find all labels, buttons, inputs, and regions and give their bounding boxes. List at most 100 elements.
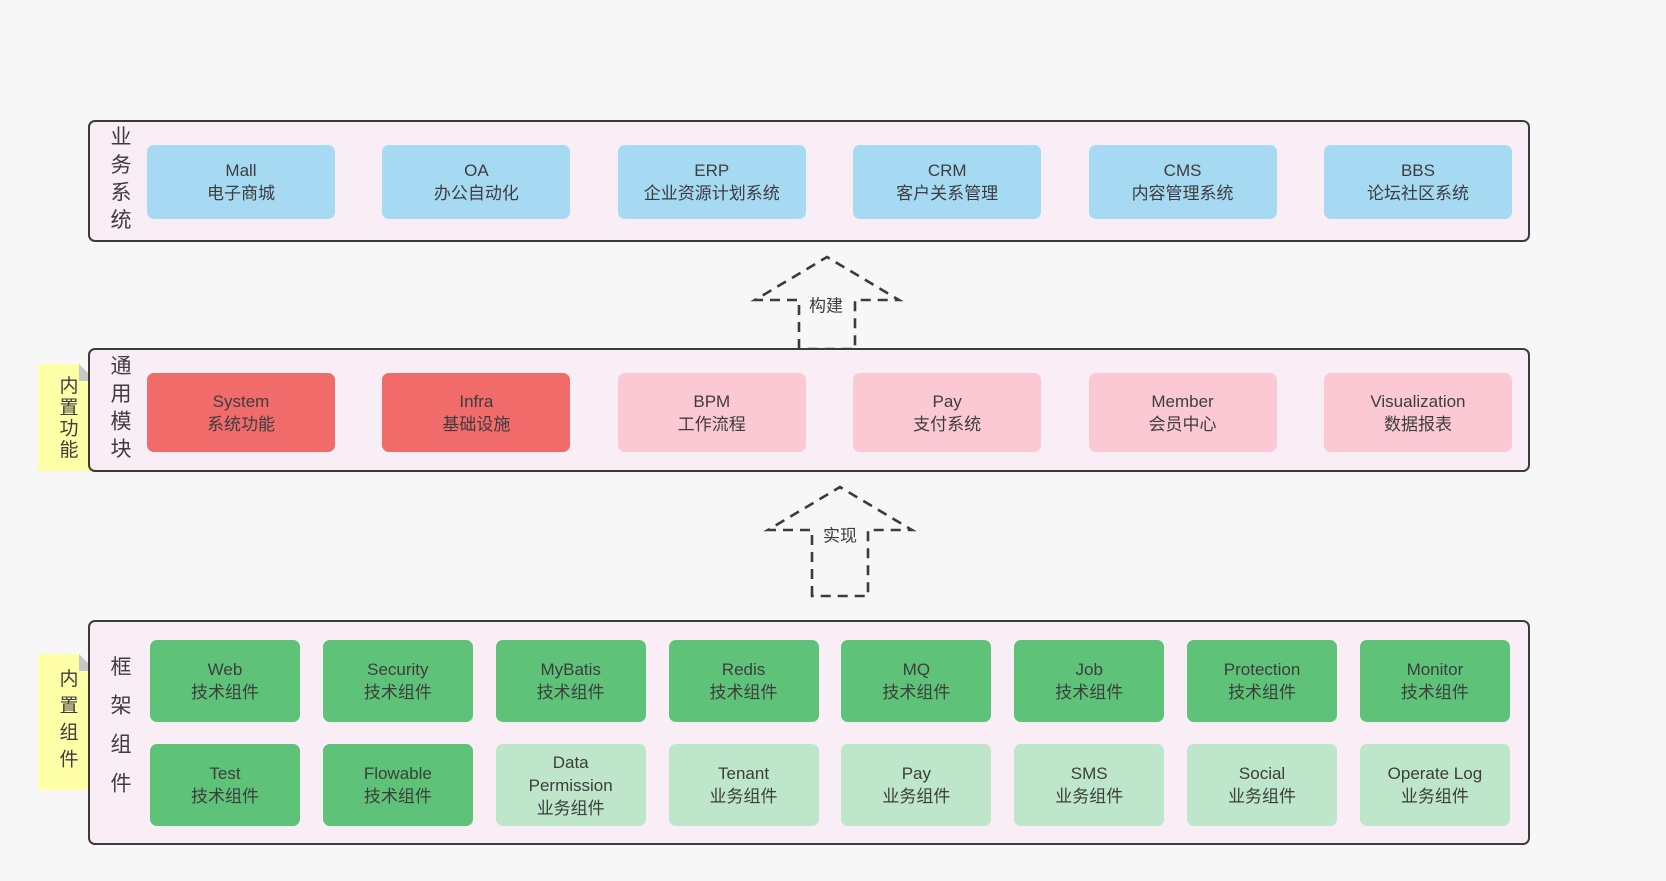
layer-business-systems: 业务系统 Mall 电子商城 OA 办公自动化 ERP 企业资源计划系统 CRM… [88,120,1530,242]
box-title: Security [367,660,429,679]
box-monitor: Monitor 技术组件 [1359,640,1510,722]
box-subtitle: 业务组件 [1400,787,1469,806]
box-sms: SMS 业务组件 [1014,744,1165,826]
box-title: Redis [721,660,766,679]
box-tenant: Tenant 业务组件 [668,744,819,826]
box-cms: CMS 内容管理系统 [1088,145,1277,219]
box-visualization: Visualization 数据报表 [1323,373,1512,452]
box-member: Member 会员中心 [1088,373,1277,452]
box-test: Test 技术组件 [150,744,300,826]
box-subtitle: 支付系统 [913,414,982,434]
box-subtitle: 业务组件 [882,787,951,806]
sticky-note-label: 内置组件 [56,668,78,776]
box-security: Security 技术组件 [322,640,473,722]
box-subtitle: 技术组件 [1055,683,1124,702]
box-title: BBS [1400,161,1435,180]
box-erp: ERP 企业资源计划系统 [617,145,806,219]
box-title: BPM [693,391,731,411]
box-subtitle: 论坛社区系统 [1366,184,1469,203]
box-data-permission: Data Permission 业务组件 [495,744,646,826]
sticky-note-built-in-components: 内置组件 [38,654,96,790]
box-bpm: BPM 工作流程 [617,373,806,452]
box-protection: Protection 技术组件 [1187,640,1338,722]
box-oa: OA 办公自动化 [382,145,571,219]
box-subtitle: 工作流程 [677,414,746,434]
business-boxes-row: Mall 电子商城 OA 办公自动化 ERP 企业资源计划系统 CRM 客户关系… [147,145,1512,219]
box-bbs: BBS 论坛社区系统 [1323,145,1512,219]
modules-boxes-row: System 系统功能 Infra 基础设施 BPM 工作流程 Pay 支付系统… [147,373,1512,452]
box-mybatis: MyBatis 技术组件 [495,640,646,722]
box-subtitle: 技术组件 [536,683,605,702]
components-row-2: Test 技术组件 Flowable 技术组件 Data Permission … [150,744,1510,826]
box-subtitle: 业务组件 [536,798,605,818]
box-subtitle: 客户关系管理 [896,184,999,203]
box-title: Data Permission [528,752,613,795]
box-subtitle: 技术组件 [191,683,259,702]
box-title: MyBatis [540,660,601,679]
box-title: Social [1238,764,1286,783]
box-title: MQ [902,660,931,679]
box-pay-system: Pay 支付系统 [853,373,1042,452]
box-title: Pay [932,391,962,411]
box-subtitle: 技术组件 [882,683,951,702]
box-title: ERP [694,161,730,180]
box-title: Operate Log [1387,764,1483,783]
box-subtitle: 业务组件 [709,787,778,806]
box-title: Web [207,660,243,679]
box-subtitle: 业务组件 [1228,787,1297,806]
box-mall: Mall 电子商城 [147,145,335,219]
box-subtitle: 数据报表 [1383,414,1452,434]
box-subtitle: 办公自动化 [433,184,519,203]
box-title: System [212,391,270,411]
layer-side-label: 通用模块 [108,354,131,466]
box-title: Job [1075,660,1103,679]
box-crm: CRM 客户关系管理 [853,145,1042,219]
box-title: OA [464,161,489,180]
box-title: Mall [225,161,257,180]
box-subtitle: 基础设施 [442,414,511,434]
box-flowable: Flowable 技术组件 [322,744,473,826]
box-social: Social 业务组件 [1187,744,1338,826]
box-subtitle: 技术组件 [1400,683,1469,702]
box-subtitle: 会员中心 [1148,414,1217,434]
box-title: Member [1151,391,1214,411]
box-title: CRM [927,161,967,180]
box-subtitle: 技术组件 [191,787,259,806]
layer-side-label: 框架组件 [108,654,131,811]
box-redis: Redis 技术组件 [668,640,819,722]
box-web: Web 技术组件 [150,640,300,722]
box-title: Visualization [1370,391,1466,411]
box-subtitle: 企业资源计划系统 [643,184,780,203]
box-subtitle: 技术组件 [363,787,432,806]
layer-common-modules: 通用模块 System 系统功能 Infra 基础设施 BPM 工作流程 Pay… [88,348,1530,472]
build-arrow-icon [750,255,904,351]
box-title: Pay [901,764,932,783]
box-subtitle: 技术组件 [709,683,778,702]
box-infra: Infra 基础设施 [382,373,571,452]
implement-arrow-icon [763,485,917,598]
layer-framework-components: 框架组件 Web 技术组件 Security 技术组件 MyBatis 技术组件… [88,620,1530,845]
layer-side-label: 业务系统 [108,125,131,237]
box-subtitle: 电子商城 [207,184,275,203]
implement-arrow-label: 实现 [819,520,861,548]
box-title: SMS [1070,764,1108,783]
box-system: System 系统功能 [147,373,335,452]
box-title: Protection [1223,660,1301,679]
box-title: Tenant [718,764,770,783]
box-title: Flowable [363,764,432,783]
box-subtitle: 业务组件 [1055,787,1124,806]
box-job: Job 技术组件 [1014,640,1165,722]
sticky-note-label: 内置功能 [56,374,78,461]
box-mq: MQ 技术组件 [841,640,992,722]
box-subtitle: 技术组件 [363,683,432,702]
box-title: Test [209,764,241,783]
box-subtitle: 技术组件 [1228,683,1297,702]
sticky-note-built-in-features: 内置功能 [38,364,96,471]
box-subtitle: 内容管理系统 [1131,184,1234,203]
components-row-1: Web 技术组件 Security 技术组件 MyBatis 技术组件 Redi… [150,640,1510,722]
box-title: Infra [459,391,494,411]
box-title: Monitor [1406,660,1464,679]
box-subtitle: 系统功能 [207,414,275,434]
box-operate-log: Operate Log 业务组件 [1359,744,1510,826]
